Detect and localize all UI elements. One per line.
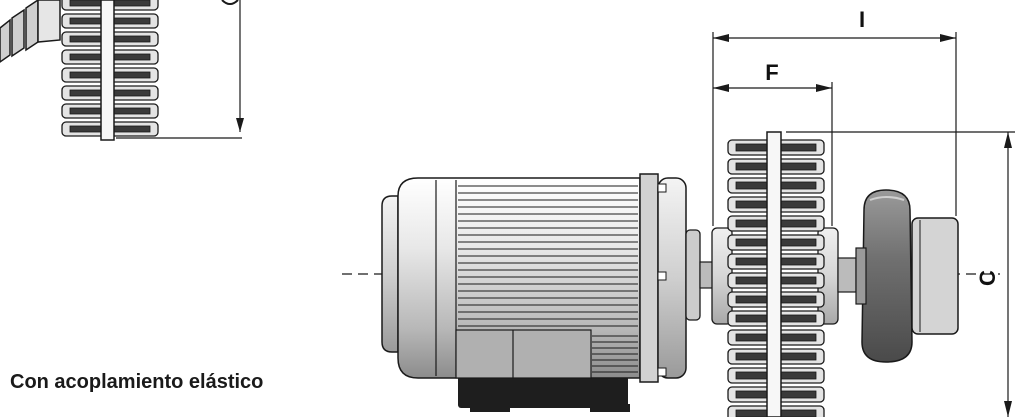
coupling-center-disc-shape xyxy=(766,131,782,417)
output-shaft-shape xyxy=(837,257,857,293)
terminal-box-shape xyxy=(455,329,592,379)
partial-top-view xyxy=(0,0,244,141)
arrow-down-icon xyxy=(236,118,244,132)
motor-foot-left-shape xyxy=(470,404,510,412)
shaft-collar-shape xyxy=(685,229,701,321)
elastic-coupling xyxy=(711,131,857,417)
arrow-up-icon xyxy=(1004,132,1012,148)
rotor-collar-shape xyxy=(855,247,867,305)
motor-cooling-fins xyxy=(458,185,638,373)
arrow-right-icon xyxy=(940,34,956,42)
driven-rotor xyxy=(855,189,959,363)
bolt-icon xyxy=(657,183,667,193)
motor-flange-shape xyxy=(639,173,659,383)
cropped-label-fragment-shape xyxy=(221,0,239,5)
arrow-left-icon xyxy=(713,84,729,92)
motor-base-shape xyxy=(458,376,628,408)
pulley-hub-shape xyxy=(37,0,61,43)
rotor-highlight-shape xyxy=(869,196,905,201)
rotor-wheel-shape xyxy=(861,189,913,363)
arrow-right-icon xyxy=(816,84,832,92)
motor-foot-right-shape xyxy=(590,404,630,412)
dimension-label-coupling-length: F xyxy=(765,60,778,85)
diagram-caption: Con acoplamiento elástico xyxy=(10,371,264,393)
electric-motor xyxy=(381,173,715,412)
dimension-coupling-length: F xyxy=(713,60,833,226)
bolt-icon xyxy=(657,367,667,377)
pulley-groove-shape xyxy=(0,0,39,63)
dimension-label-height: C xyxy=(975,270,1000,286)
dimension-height: C xyxy=(786,131,1015,417)
motor-rear-cover-shape xyxy=(381,195,399,353)
dimension-overall-length: I xyxy=(712,7,957,226)
bolt-icon xyxy=(657,271,667,281)
arrow-left-icon xyxy=(713,34,729,42)
rotor-bearing-housing-shape xyxy=(911,217,959,335)
partial-shaft-shape xyxy=(100,0,115,141)
arrow-down-icon xyxy=(1004,401,1012,417)
dimension-label-overall-length: I xyxy=(859,7,865,32)
